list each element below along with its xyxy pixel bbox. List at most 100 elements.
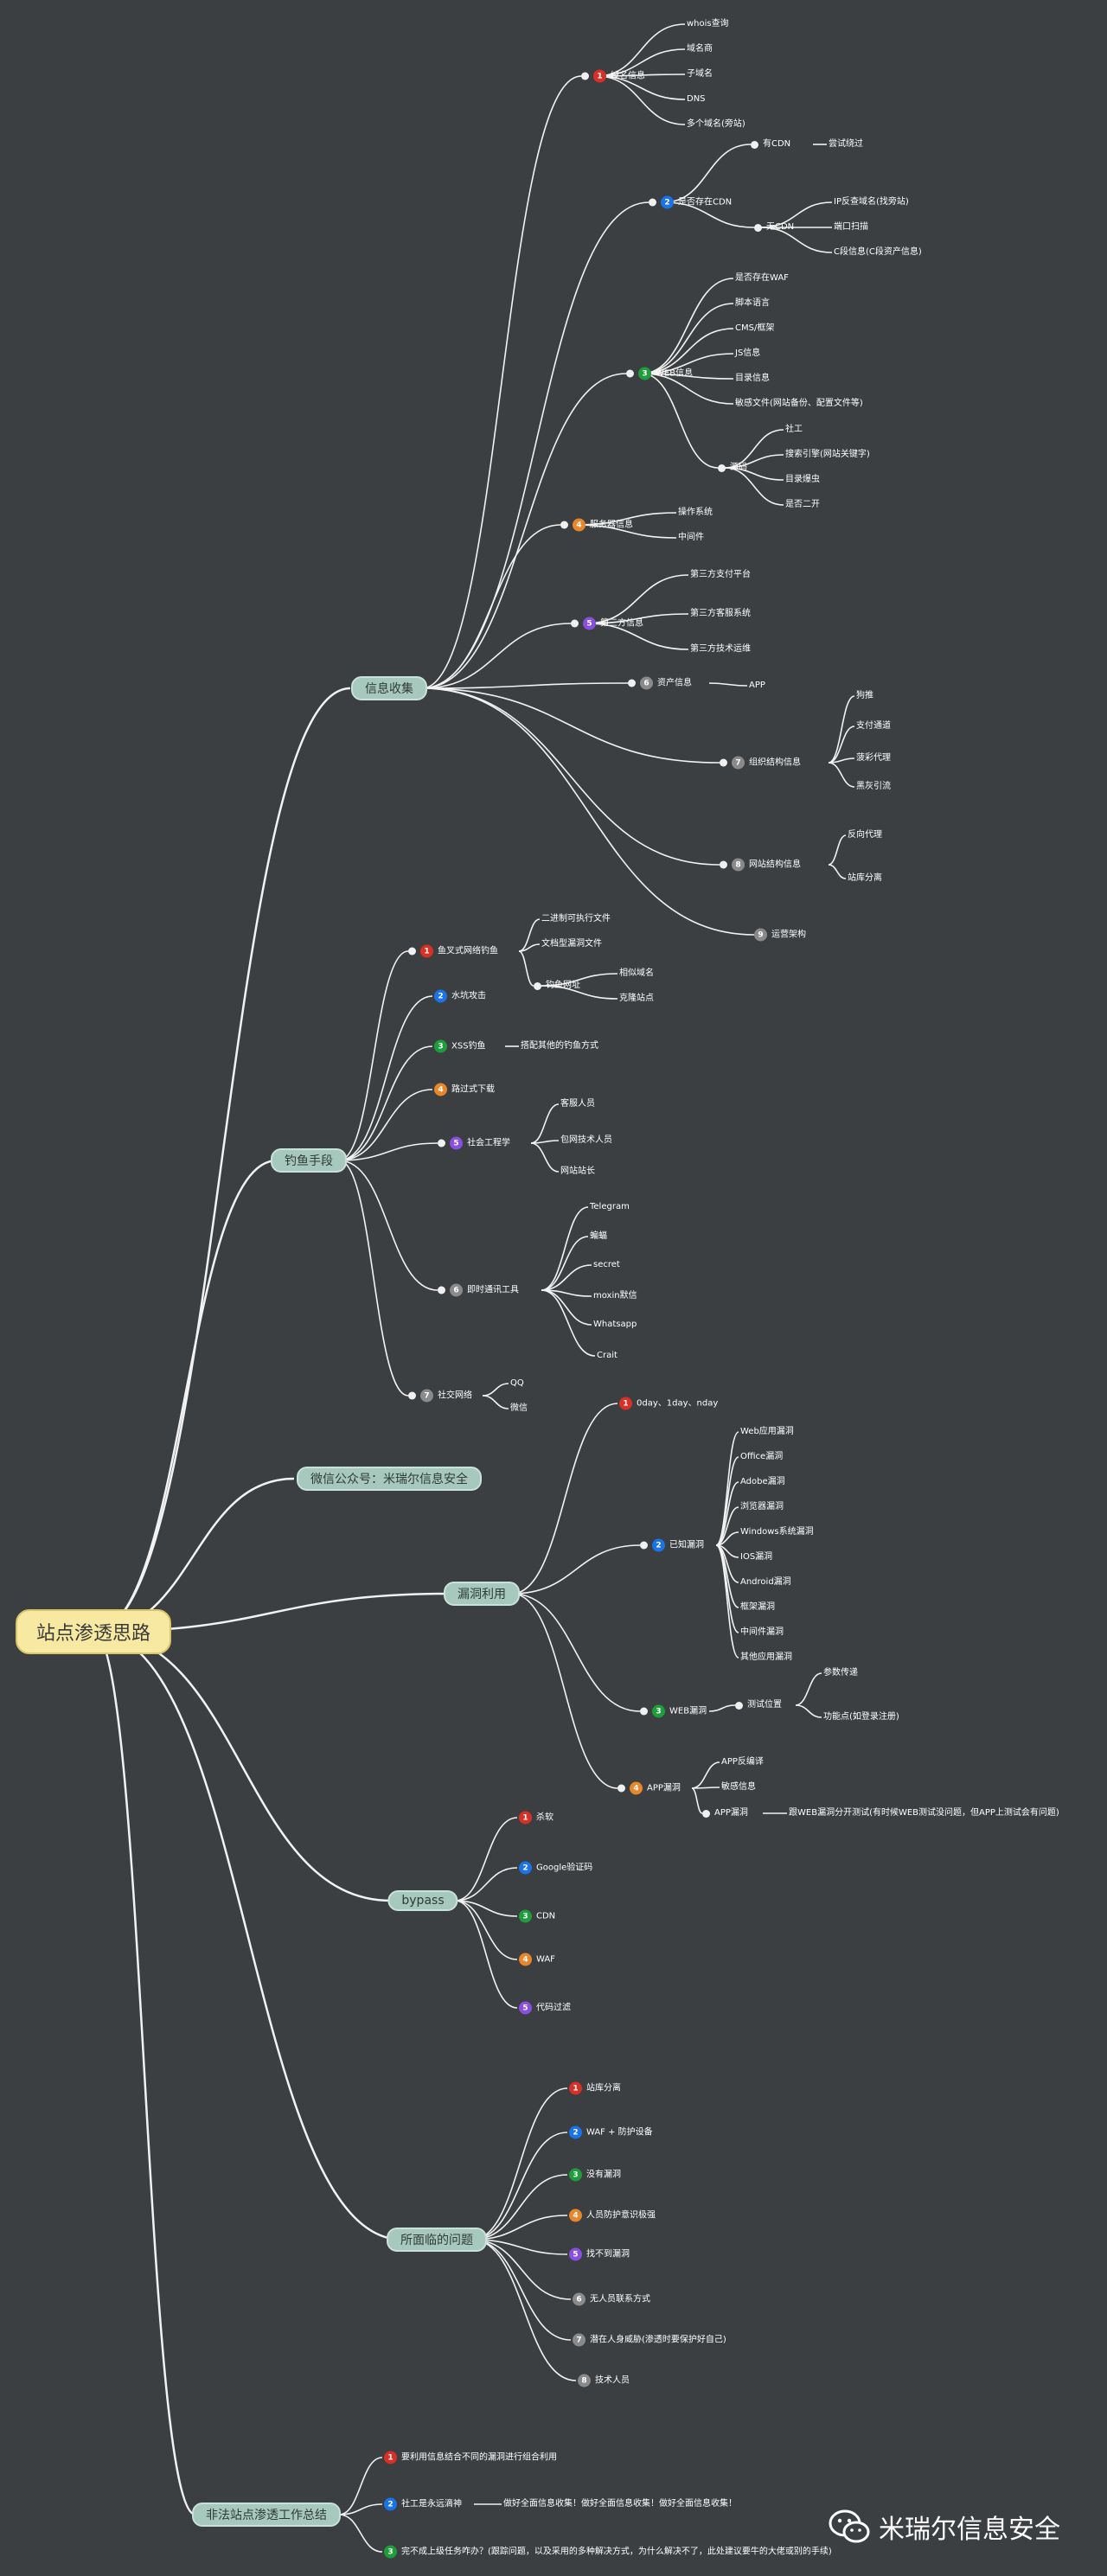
branch-problems[interactable]: 所面临的问题 (387, 2228, 487, 2252)
leaf-secondary-dev[interactable]: 是否二开 (785, 500, 820, 509)
leaf-combine-methods[interactable]: 搭配其他的钓鱼方式 (521, 1041, 598, 1051)
leaf-similar-domain[interactable]: 相似域名 (619, 968, 654, 978)
branch-bypass[interactable]: bypass (387, 1890, 458, 1911)
leaf-other-vuln[interactable]: 其他应用漏洞 (740, 1652, 792, 1662)
leaf-tech-ops[interactable]: 第三方技术运维 (690, 644, 751, 654)
leaf-subdomain[interactable]: 子域名 (687, 69, 713, 79)
leaf-customer-service[interactable]: 第三方客服系统 (690, 609, 751, 618)
leaf-office-vuln[interactable]: Office漏洞 (740, 1452, 784, 1461)
leaf-crait[interactable]: Crait (597, 1351, 617, 1360)
leaf-wechat[interactable]: 微信 (510, 1403, 528, 1413)
leaf-ip-reverse[interactable]: IP反查域名(找旁站) (834, 197, 909, 207)
leaf-cs-staff[interactable]: 客服人员 (560, 1099, 595, 1109)
leaf-reverse-proxy[interactable]: 反向代理 (848, 830, 882, 840)
leaf-webmaster[interactable]: 网站站长 (560, 1167, 595, 1176)
leaf-framework-vuln[interactable]: 框架漏洞 (740, 1602, 775, 1612)
leaf-qq[interactable]: QQ (510, 1378, 524, 1388)
node-has-cdn[interactable]: 有CDN (751, 138, 790, 150)
leaf-db-separation[interactable]: 站库分离 (848, 873, 882, 883)
leaf-windows-vuln[interactable]: Windows系统漏洞 (740, 1527, 814, 1537)
node-no-cdn[interactable]: 无CDN (754, 221, 794, 233)
leaf-dir-bruteforce[interactable]: 目录爆虫 (785, 475, 820, 484)
leaf-bat[interactable]: 蝙蝠 (590, 1231, 607, 1241)
leaf-middleware[interactable]: 中间件 (678, 533, 704, 542)
leaf-app[interactable]: APP (749, 681, 765, 690)
leaf-android-vuln[interactable]: Android漏洞 (740, 1577, 791, 1587)
leaf-promoter[interactable]: 狗推 (856, 691, 873, 700)
leaf-c-segment[interactable]: C段信息(C段资产信息) (834, 247, 922, 257)
leaf-whatsapp[interactable]: Whatsapp (593, 1320, 637, 1329)
leaf-function-points[interactable]: 功能点(如登录注册) (823, 1712, 899, 1722)
leaf-pay-channel[interactable]: 支付通道 (856, 721, 891, 731)
root-topic[interactable]: 站点渗透思路 (15, 1609, 172, 1654)
leaf-script-lang[interactable]: 脚本语言 (735, 298, 770, 308)
node-phish-url[interactable]: 钓鱼网址 (534, 980, 580, 992)
leaf-adobe-vuln[interactable]: Adobe漏洞 (740, 1477, 785, 1486)
leaf-dns[interactable]: DNS (687, 94, 706, 104)
leaf-param-passing[interactable]: 参数传递 (823, 1668, 858, 1678)
leaf-bypass-cdn[interactable]: 尝试绕过 (829, 139, 863, 149)
leaf-sensitive-files[interactable]: 敏感文件(网站备份、配置文件等) (735, 399, 863, 408)
leaf-agent[interactable]: 菠彩代理 (856, 753, 891, 763)
leaf-whois[interactable]: whois查询 (687, 19, 729, 29)
leaf-app-decompile[interactable]: APP反编译 (721, 1757, 764, 1767)
branch-summary[interactable]: 非法站点渗透工作总结 (192, 2502, 341, 2527)
leaf-moxin[interactable]: moxin默信 (593, 1291, 637, 1301)
leaf-secret[interactable]: secret (593, 1260, 620, 1269)
leaf-browser-vuln[interactable]: 浏览器漏洞 (740, 1502, 784, 1512)
leaf-search-engine[interactable]: 搜索引擎(网站关键字) (785, 450, 870, 459)
node-source-code[interactable]: 源码 (718, 462, 747, 474)
leaf-cms[interactable]: CMS/框架 (735, 323, 775, 333)
branch-vuln-exploit[interactable]: 漏洞利用 (444, 1582, 520, 1606)
leaf-port-scan[interactable]: 端口扫描 (834, 222, 868, 232)
node-app-vuln-test[interactable]: APP漏洞 (702, 1807, 748, 1819)
leaf-social[interactable]: 社工 (785, 425, 803, 434)
branch-info-collection[interactable]: 信息收集 (351, 676, 427, 700)
leaf-web-app-vuln[interactable]: Web应用漏洞 (740, 1427, 794, 1436)
leaf-middleware-vuln[interactable]: 中间件漏洞 (740, 1627, 784, 1637)
leaf-info-gathering-tip[interactable]: 做好全面信息收集！做好全面信息收集！做好全面信息收集！ (503, 2499, 737, 2509)
leaf-separate-test-tip[interactable]: 跟WEB漏洞分开测试(有时候WEB测试没问题，但APP上测试会有问题) (789, 1808, 1059, 1818)
leaf-tech-staff[interactable]: 包网技术人员 (560, 1135, 612, 1145)
node-test-location[interactable]: 测试位置 (735, 1699, 782, 1711)
leaf-dir-info[interactable]: 目录信息 (735, 374, 770, 383)
leaf-clone-site[interactable]: 克隆站点 (619, 994, 654, 1003)
leaf-traffic[interactable]: 黑灰引流 (856, 782, 891, 791)
leaf-binary[interactable]: 二进制可执行文件 (541, 914, 611, 924)
branch-wechat-account[interactable]: 微信公众号：米瑞尔信息安全 (297, 1467, 482, 1491)
leaf-ios-vuln[interactable]: IOS漏洞 (740, 1552, 773, 1562)
leaf-registrar[interactable]: 域名商 (687, 44, 713, 54)
leaf-payment[interactable]: 第三方支付平台 (690, 570, 751, 579)
leaf-multi-domain[interactable]: 多个域名(旁站) (687, 119, 745, 129)
leaf-os[interactable]: 操作系统 (678, 508, 713, 517)
